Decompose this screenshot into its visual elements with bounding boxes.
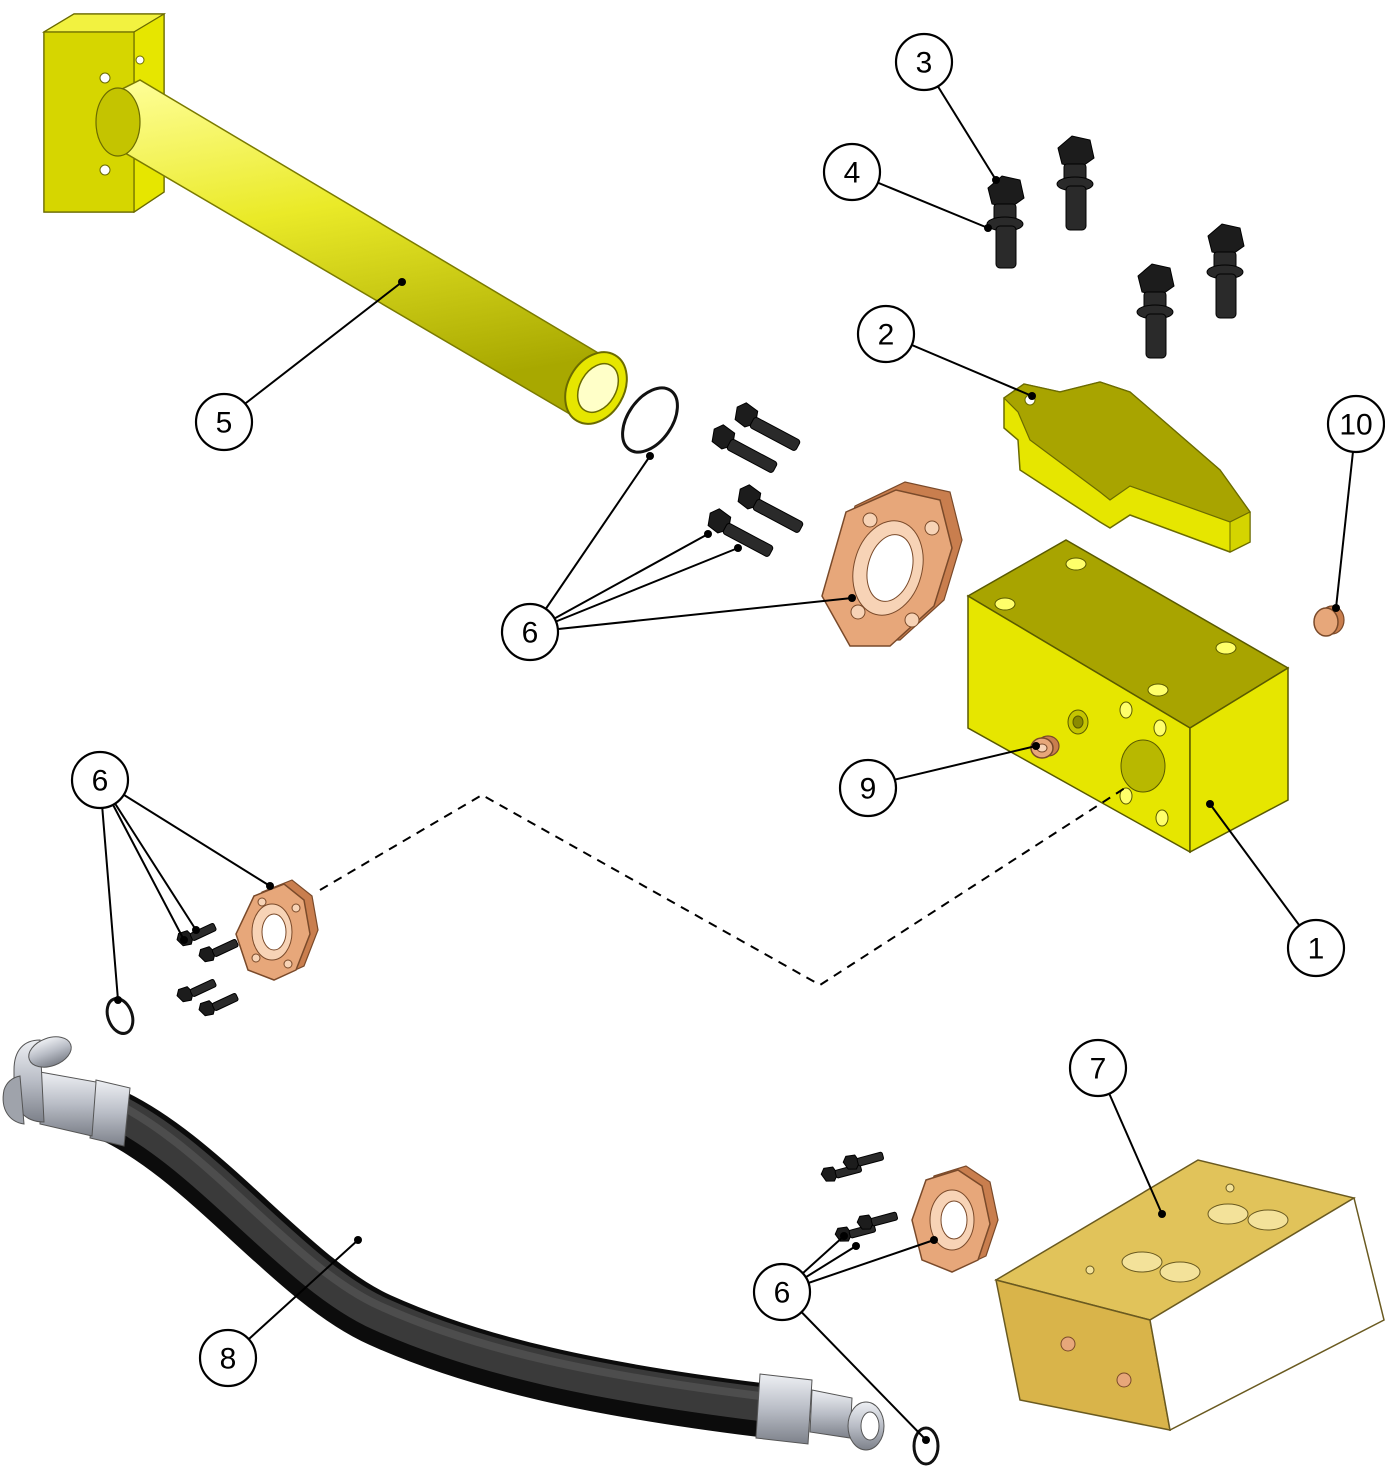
callout-8-label: 8 [220, 1343, 237, 1376]
callout-10: 10 [1326, 394, 1385, 454]
bolt-large-2 [1056, 135, 1095, 231]
callout-4-label: 4 [844, 157, 861, 190]
o-ring-left [105, 997, 135, 1035]
bolt-group-parts-3-4 [986, 135, 1245, 359]
callout-9: 9 [838, 758, 898, 818]
flange-center [821, 481, 963, 647]
bolt-group-left [176, 923, 239, 1017]
plug-part-10 [1313, 605, 1345, 637]
plate-part-2 [1003, 381, 1251, 553]
callout-4: 4 [822, 142, 882, 202]
dashed-connection-line [319, 785, 1129, 987]
manifold-block-part-7 [994, 1159, 1385, 1432]
callout-1-label: 1 [1308, 933, 1325, 966]
hose-part-8 [2, 1036, 885, 1451]
manifold-block-part-1 [966, 539, 1290, 854]
callout-6-center-label: 6 [522, 617, 539, 650]
callout-2: 2 [856, 304, 916, 364]
flange-left [235, 879, 319, 981]
callout-6-lower: 6 [752, 1262, 812, 1322]
bolt-large-1 [986, 175, 1025, 269]
callout-2-label: 2 [878, 319, 895, 352]
callout-8: 8 [198, 1328, 258, 1388]
callout-6-lower-label: 6 [774, 1277, 791, 1310]
bolt-large-4 [1136, 263, 1175, 359]
callout-9-label: 9 [860, 773, 877, 806]
bolt-group-center [707, 402, 804, 557]
bolt-group-lower [820, 1151, 898, 1242]
o-ring-lower [912, 1426, 940, 1466]
callout-7: 7 [1068, 1038, 1128, 1098]
o-ring-upper [621, 386, 679, 454]
callout-6-left: 6 [70, 750, 130, 810]
callout-7-label: 7 [1090, 1053, 1107, 1086]
callout-10-label: 10 [1339, 409, 1372, 442]
pipe-assembly-part-5 [41, 12, 628, 425]
flange-lower [911, 1165, 999, 1273]
bolt-large-3 [1206, 223, 1245, 319]
callout-5: 5 [194, 392, 254, 452]
callout-3: 3 [894, 32, 954, 92]
callout-1: 1 [1286, 918, 1346, 978]
callout-6-left-label: 6 [92, 765, 109, 798]
callout-3-label: 3 [916, 47, 933, 80]
callout-6-center: 6 [500, 602, 560, 662]
callout-5-label: 5 [216, 407, 233, 440]
